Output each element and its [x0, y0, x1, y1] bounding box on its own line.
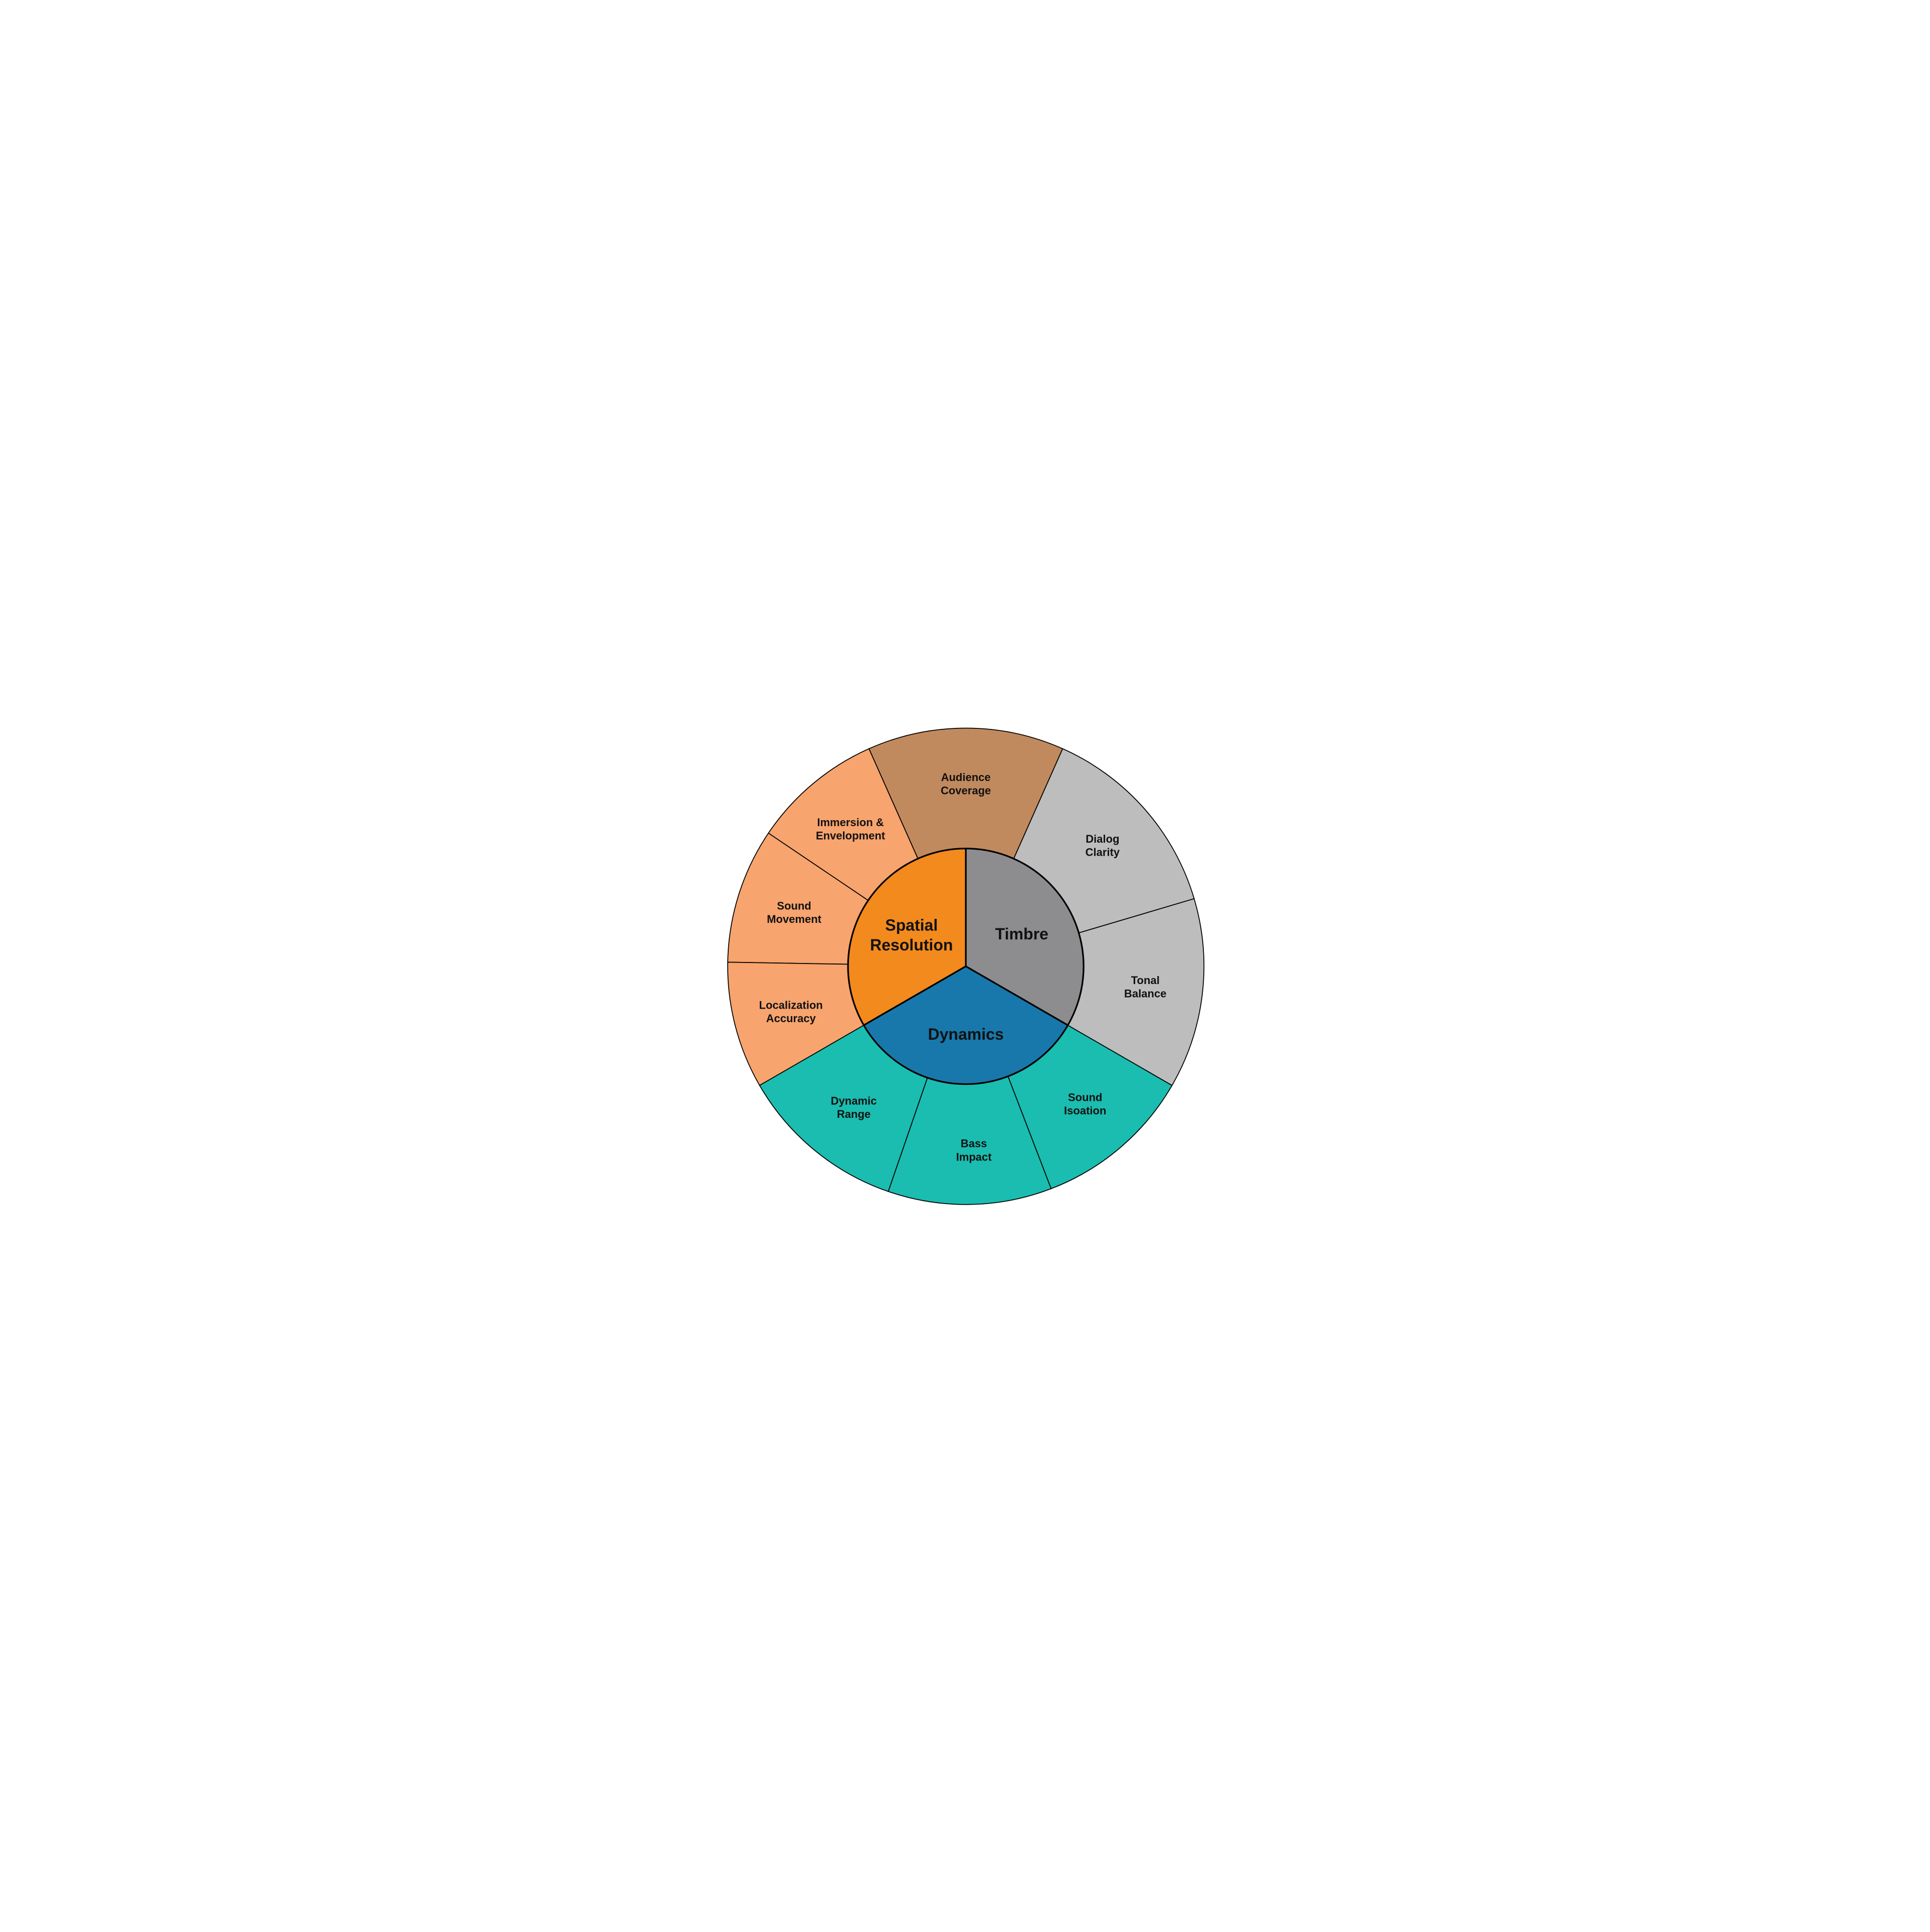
label-immersion-envelopment: Immersion &Envelopment [815, 816, 885, 842]
segment-timbre [964, 847, 1085, 1027]
segment-dynamics [862, 965, 1069, 1085]
label-timbre: Timbre [995, 925, 1048, 943]
label-dynamics: Dynamics [928, 1025, 1003, 1043]
segment-spatial-resolution [846, 847, 967, 1027]
